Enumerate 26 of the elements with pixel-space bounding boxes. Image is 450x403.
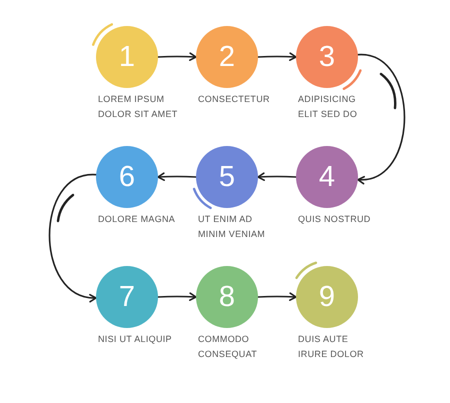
step-number: 7 (118, 282, 136, 312)
arrow (257, 52, 297, 61)
arrow (257, 292, 297, 301)
step-number: 2 (218, 42, 236, 72)
arrow (357, 54, 406, 184)
arrow (257, 172, 297, 181)
step-label: NISI UT ALIQUIP (98, 333, 173, 346)
arrow (157, 52, 197, 61)
step-label: LOREM IPSUM DOLOR SIT AMET (98, 93, 179, 121)
step-number: 9 (318, 282, 336, 312)
step-label: QUIS NOSTRUD (298, 213, 372, 226)
step-number: 1 (118, 42, 136, 72)
step-label: COMMODO CONSEQUAT (198, 333, 258, 361)
arrow (157, 172, 197, 181)
arrow (157, 292, 197, 301)
step-label: DOLORE MAGNA (98, 213, 176, 226)
step-number: 6 (118, 162, 136, 192)
step-number: 4 (318, 162, 336, 192)
step-label: CONSECTETUR (198, 93, 271, 106)
step-number: 5 (218, 162, 236, 192)
step-number: 8 (218, 282, 236, 312)
arrow (48, 174, 97, 302)
step-number: 3 (318, 42, 336, 72)
step-label: UT ENIM AD MINIM VENIAM (198, 213, 266, 241)
step-label: DUIS AUTE IRURE DOLOR (298, 333, 365, 361)
step-label: ADIPISICING ELIT SED DO (298, 93, 358, 121)
